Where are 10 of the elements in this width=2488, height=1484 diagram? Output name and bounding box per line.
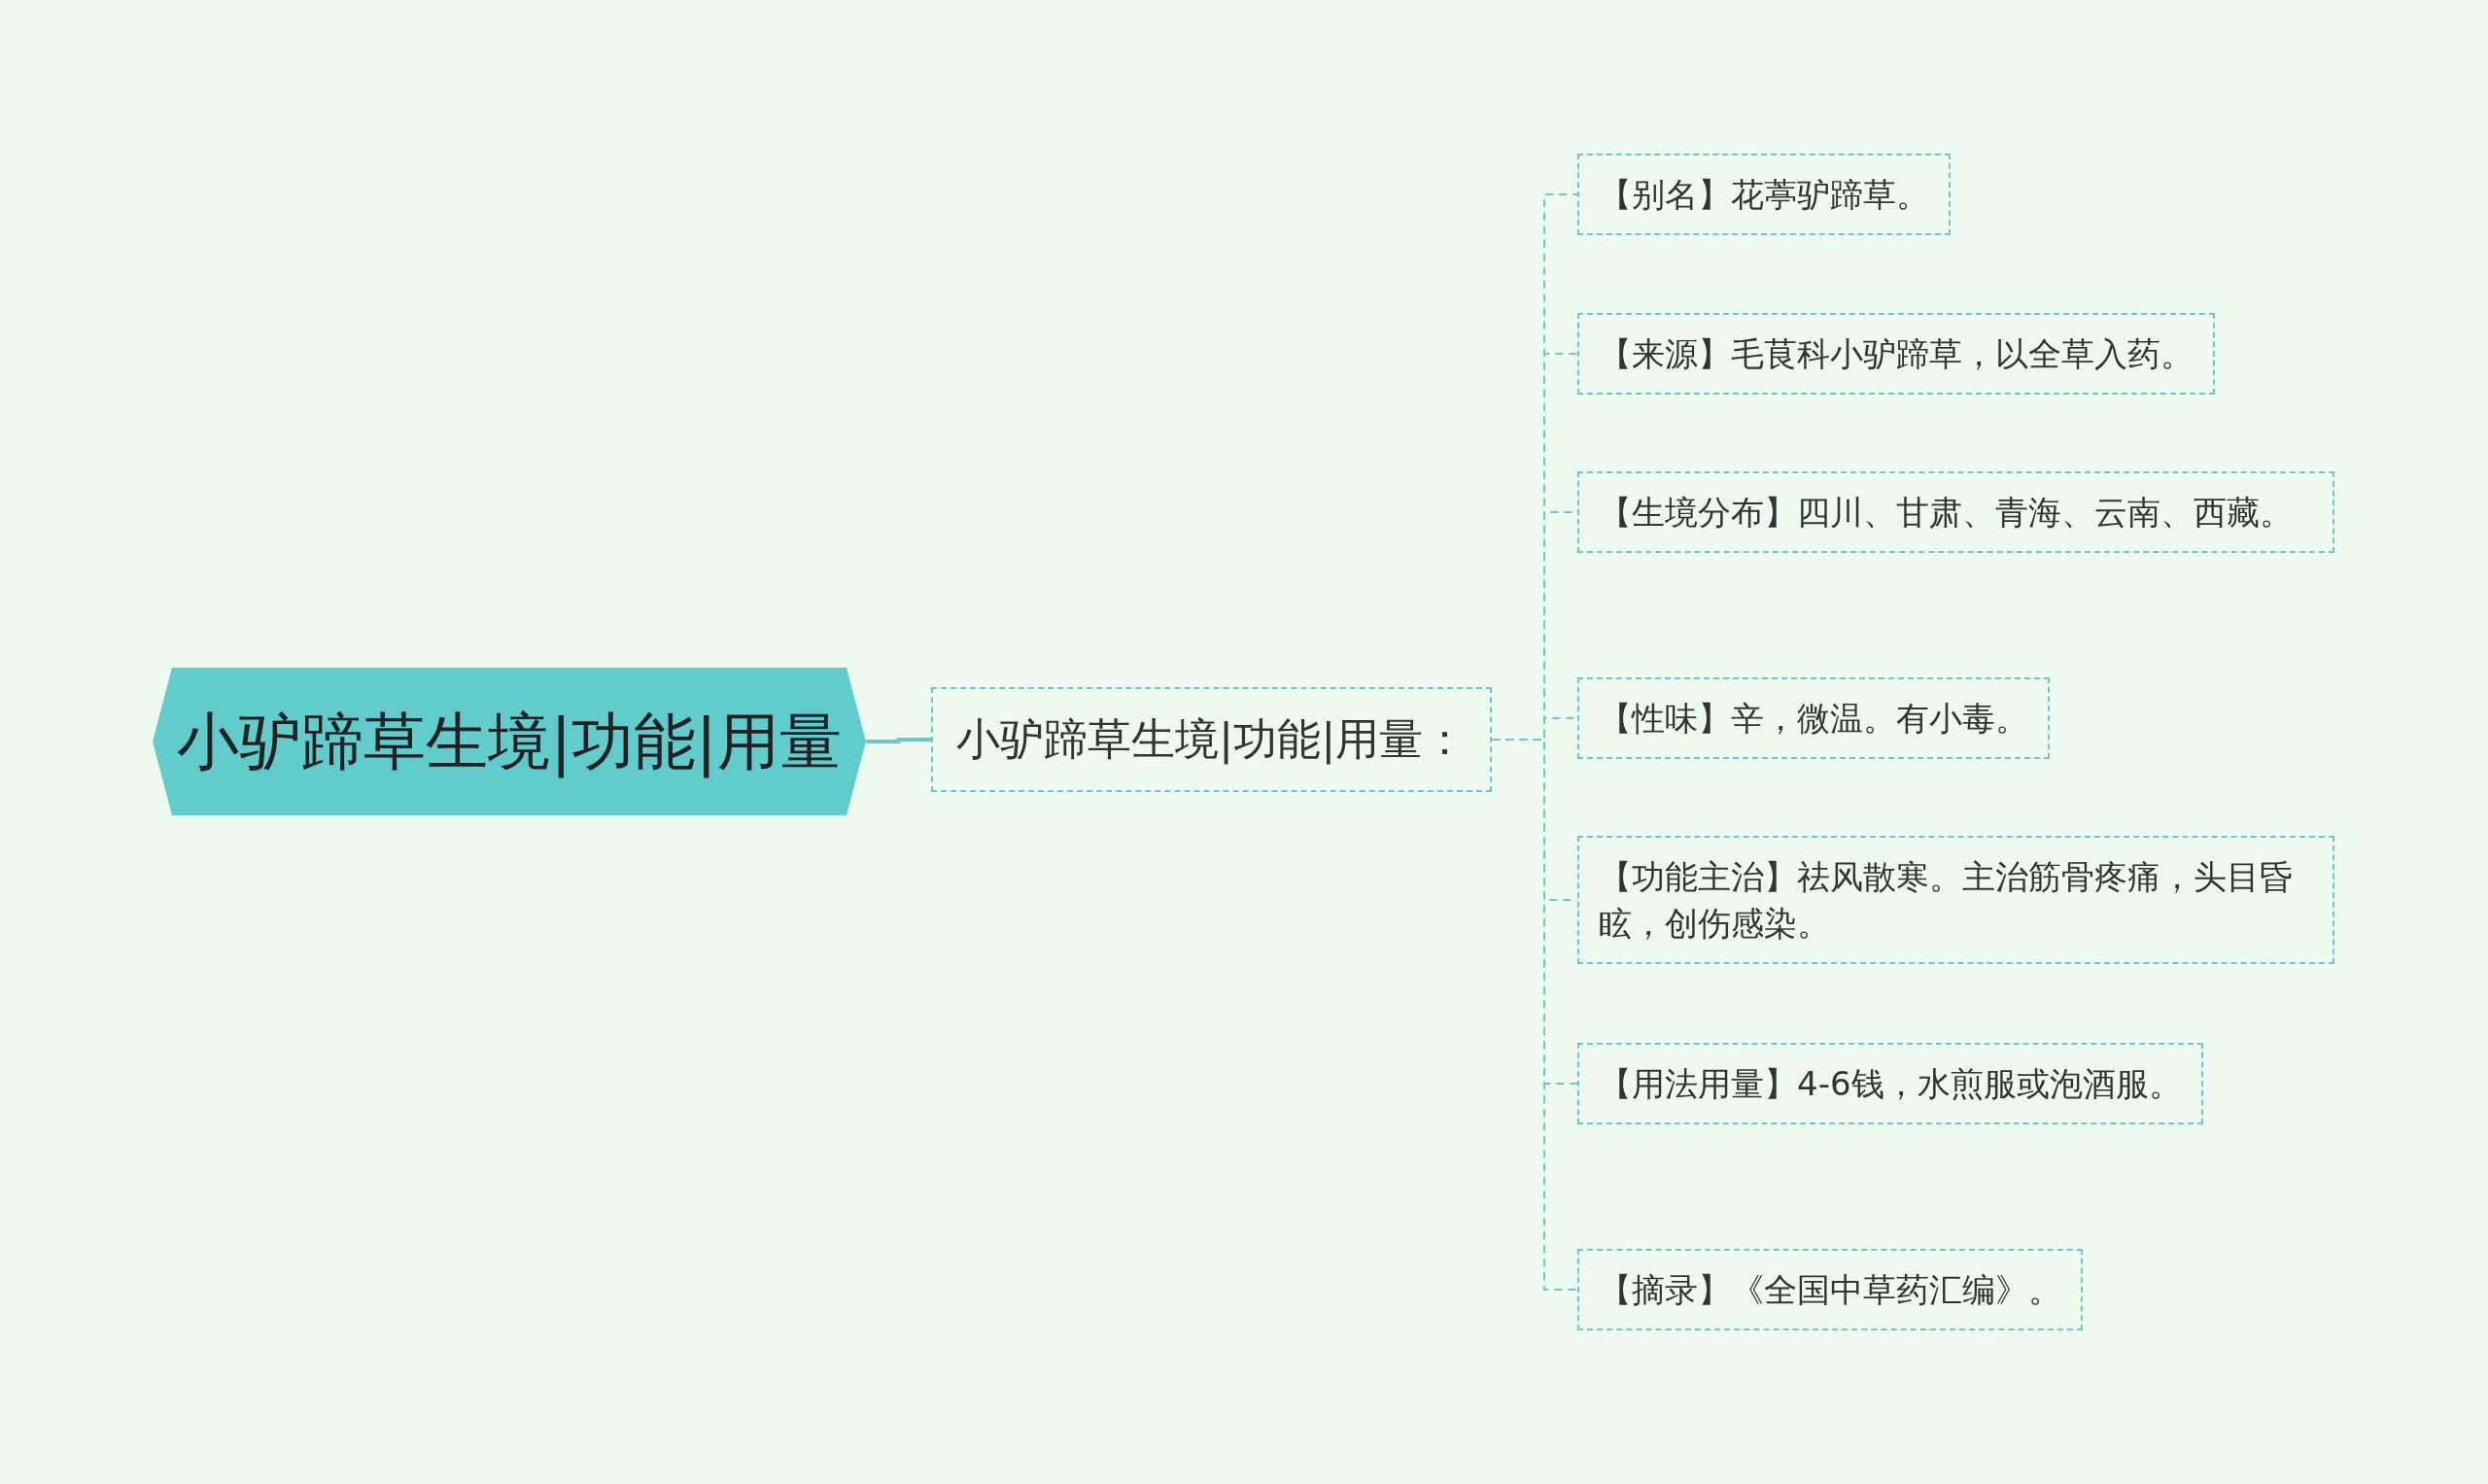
detail-box: 【别名】花葶驴蹄草。 bbox=[1577, 154, 1951, 235]
detail-box: 【性味】辛，微温。有小毒。 bbox=[1577, 677, 2050, 759]
detail-box: 【摘录】《全国中草药汇编》。 bbox=[1577, 1249, 2083, 1330]
subtopic-box: 小驴蹄草生境|功能|用量： bbox=[931, 687, 1493, 792]
detail-box: 【用法用量】4-6钱，水煎服或泡酒服。 bbox=[1577, 1043, 2203, 1124]
detail-box: 【生境分布】四川、甘肃、青海、云南、西藏。 bbox=[1577, 471, 2334, 553]
connector-line bbox=[1491, 739, 1578, 1291]
detail-box: 【来源】毛茛科小驴蹄草，以全草入药。 bbox=[1577, 313, 2215, 395]
connector-line bbox=[866, 738, 931, 743]
detail-box: 【功能主治】祛风散寒。主治筋骨疼痛，头目昏眩，创伤感染。 bbox=[1577, 836, 2334, 964]
